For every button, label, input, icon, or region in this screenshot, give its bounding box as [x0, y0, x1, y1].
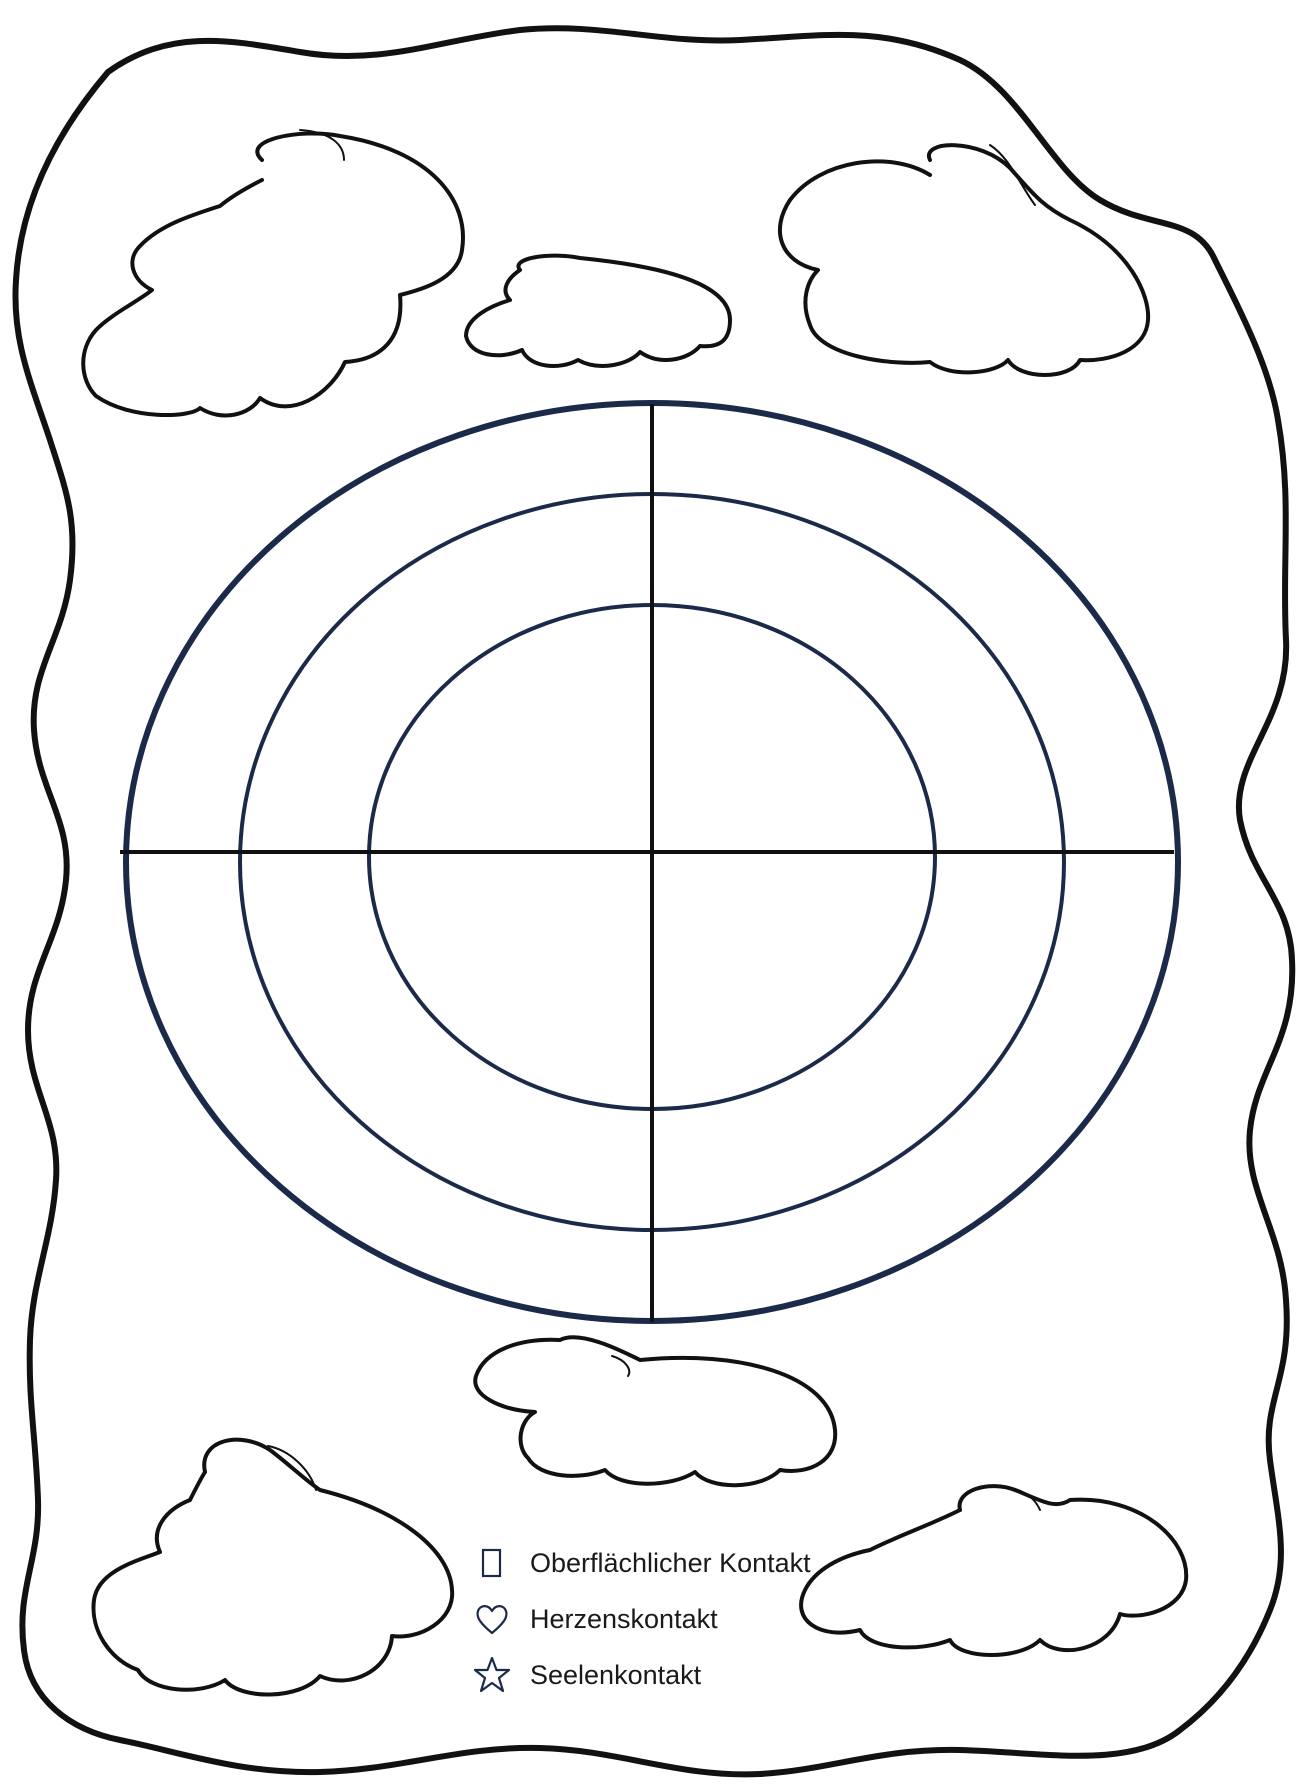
star-icon: [472, 1655, 512, 1695]
heart-icon: [472, 1599, 512, 1639]
legend-label: Oberflächlicher Kontakt: [530, 1548, 811, 1579]
legend: Oberflächlicher Kontakt Herzenskontakt S…: [472, 1535, 892, 1703]
cloud-bottom-center: [475, 1337, 835, 1485]
legend-item-surface-contact: Oberflächlicher Kontakt: [472, 1535, 892, 1591]
cloud-top-right: [780, 145, 1148, 375]
legend-item-heart-contact: Herzenskontakt: [472, 1591, 892, 1647]
cloud-bottom-left: [93, 1440, 452, 1695]
cloud-top-middle: [466, 256, 730, 366]
legend-item-soul-contact: Seelenkontakt: [472, 1647, 892, 1703]
cloud-top-right-highlight: [990, 145, 1035, 205]
cloud-bottom-center-highlight: [612, 1356, 629, 1376]
legend-label: Seelenkontakt: [530, 1660, 701, 1691]
rectangle-icon: [472, 1543, 512, 1583]
cloud-top-left: [83, 133, 463, 415]
legend-label: Herzenskontakt: [530, 1604, 718, 1635]
